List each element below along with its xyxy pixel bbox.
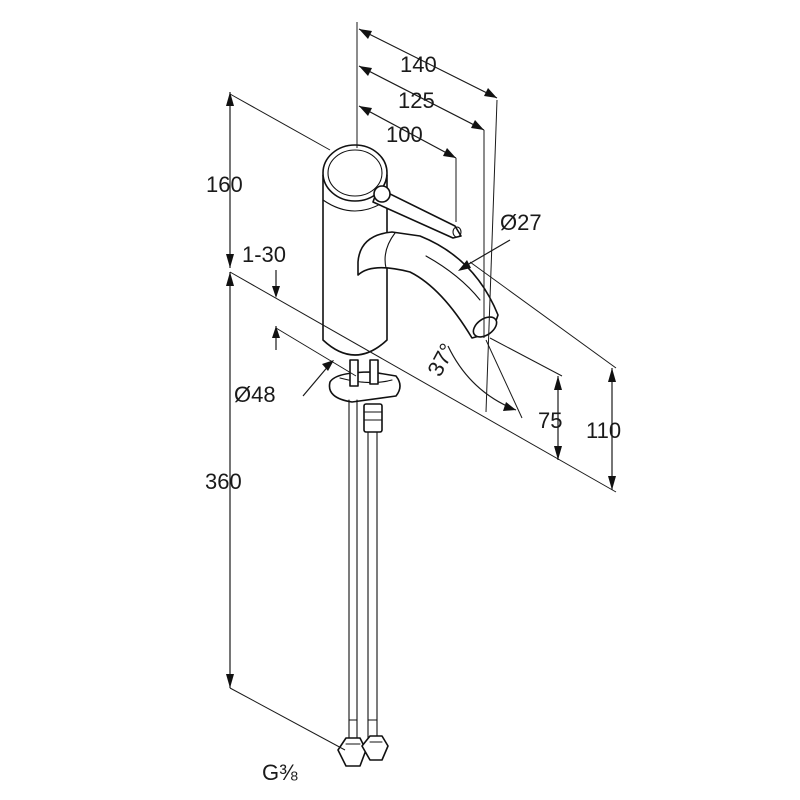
spout [357,231,499,339]
label-110: 110 [586,418,621,443]
dim-110 [469,261,617,490]
dim-1-30 [272,270,357,377]
dim-100 [358,105,457,222]
dim-diameter-27-leader [458,239,511,271]
dim-angle-37 [447,339,523,419]
dim-160 [226,92,331,268]
dim-diameter-48-leader [302,360,334,397]
faucet-body [322,144,388,356]
supply-hoses [337,399,389,767]
label-diameter-48: Ø48 [234,382,276,407]
label-connection-thread: G⅜ [262,760,298,785]
dim-125 [358,65,485,338]
label-100: 100 [386,122,423,147]
dim-140 [358,28,498,413]
label-125: 125 [398,88,435,113]
label-angle-37: 37° [422,339,460,380]
dim-360 [226,271,617,751]
label-160: 160 [206,172,243,197]
dim-75 [489,337,563,460]
label-diameter-27: Ø27 [500,210,542,235]
label-1-30: 1-30 [242,242,286,267]
lever-handle [372,185,462,239]
label-75: 75 [538,408,562,433]
mounting-flange [328,359,401,433]
label-140: 140 [400,52,437,77]
label-360: 360 [205,469,242,494]
